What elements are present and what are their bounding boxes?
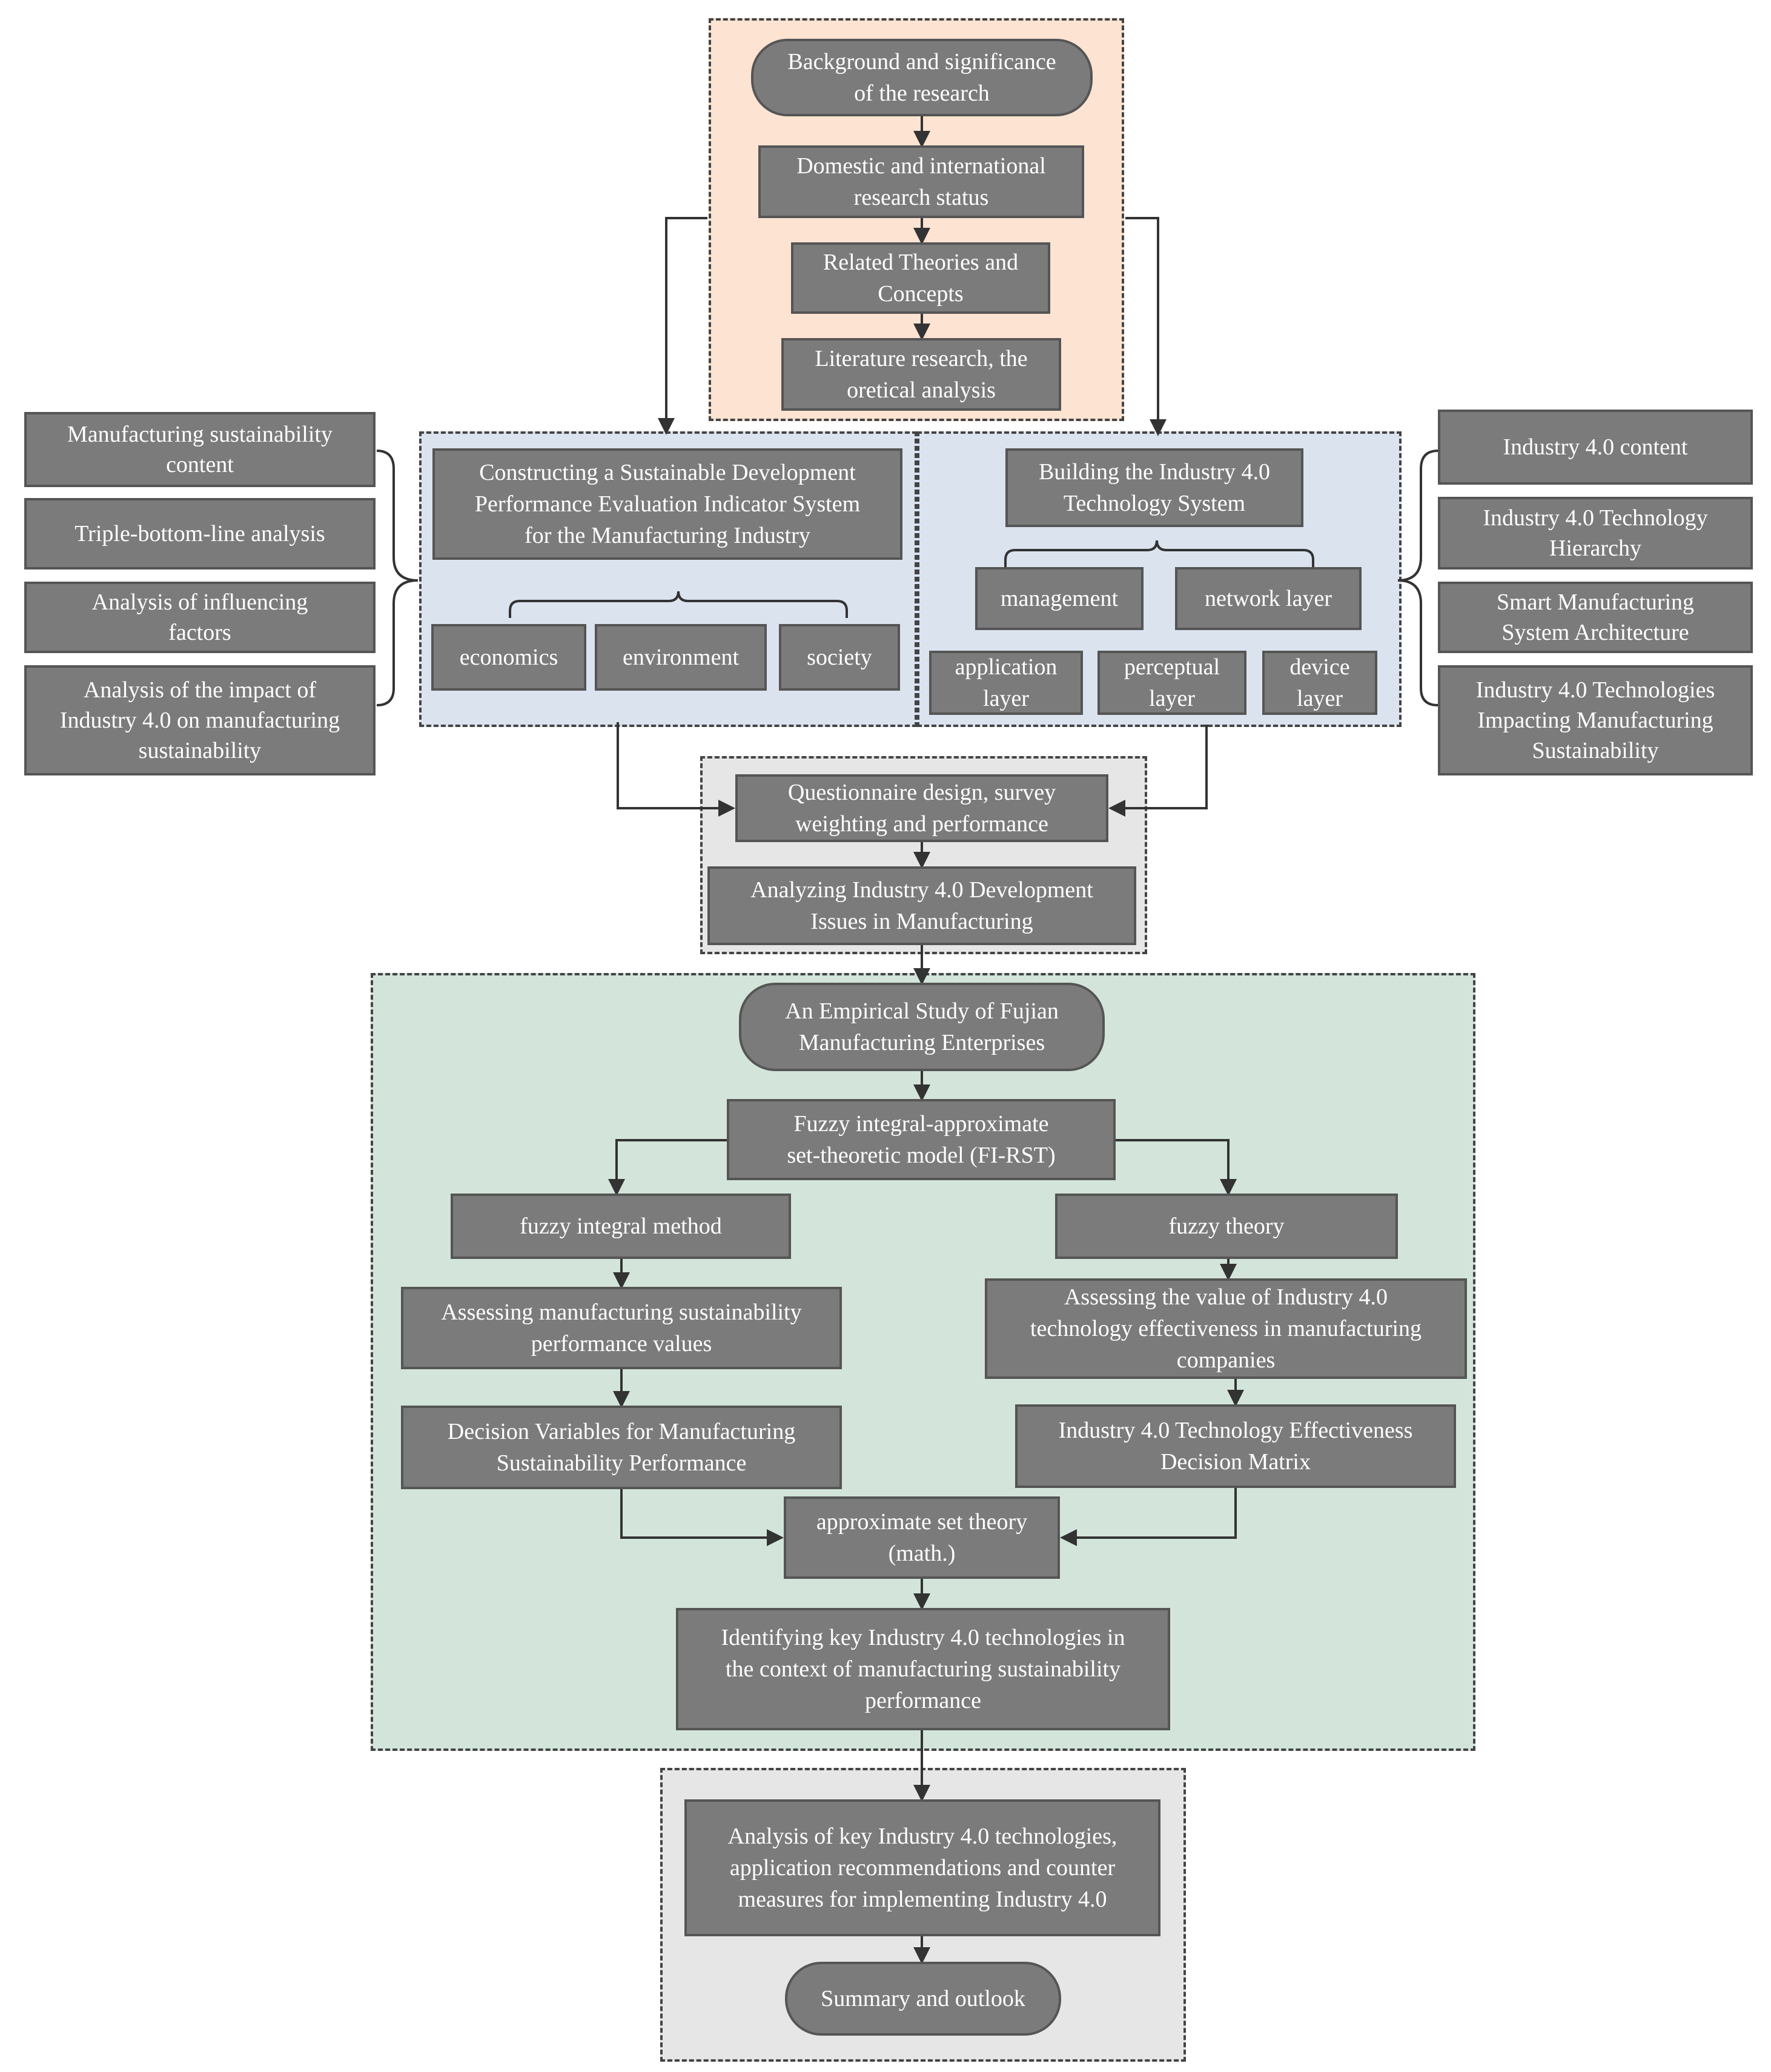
node-society: society [779, 624, 900, 691]
node-left-influencing-factors: Analysis of influencing factors [24, 582, 376, 653]
arrow-status-to-building [1125, 217, 1167, 436]
node-fuzzy-integral-method: fuzzy integral method [451, 1194, 791, 1259]
node-assess-sustainability: Assessing manufacturing sustainability p… [401, 1287, 842, 1369]
node-left-triple-bottom-line: Triple-bottom-line analysis [24, 498, 376, 569]
node-approximate-set-theory: approximate set theory (math.) [784, 1496, 1060, 1579]
node-left-sustainability-content: Manufacturing sustainability content [24, 412, 376, 487]
node-management: management [975, 567, 1144, 630]
arrow-indicators-to-questionnaire [617, 722, 735, 817]
node-right-technologies-impacting: Industry 4.0 Technologies Impacting Manu… [1438, 665, 1753, 775]
node-fi-rst-model: Fuzzy integral-approximate set-theoretic… [727, 1099, 1116, 1180]
node-right-smart-manufacturing: Smart Manufacturing System Architecture [1438, 582, 1753, 653]
node-summary-outlook: Summary and outlook [785, 1962, 1061, 2036]
node-right-technology-hierarchy: Industry 4.0 Technology Hierarchy [1438, 497, 1753, 569]
arrow-decision-matrix-to-approx [1060, 1488, 1237, 1546]
arrow-technology-to-questionnaire [1108, 725, 1208, 817]
node-perceptual-layer: perceptual layer [1097, 651, 1246, 715]
node-fuzzy-theory: fuzzy theory [1055, 1194, 1398, 1259]
node-environment: environment [595, 624, 767, 691]
node-economics: economics [431, 624, 586, 691]
arrow-decision-vars-to-approx [620, 1489, 784, 1546]
node-theories: Related Theories and Concepts [791, 242, 1050, 314]
node-constructing-indicator-system: Constructing a Sustainable Development P… [432, 448, 902, 560]
arrow-model-to-fuzzy-integral [608, 1139, 727, 1196]
bracket-left-topics [376, 450, 419, 706]
brace-indicator-dimensions [509, 591, 848, 618]
brace-technology-layers [1004, 540, 1314, 567]
bracket-right-topics [1397, 450, 1438, 706]
arrow-status-to-constructing [658, 217, 707, 435]
node-research-status: Domestic and international research stat… [758, 145, 1084, 218]
node-analyzing-issues: Analyzing Industry 4.0 Development Issue… [707, 866, 1136, 945]
arrow-model-to-fuzzy-theory [1116, 1139, 1237, 1196]
node-right-industry40-content: Industry 4.0 content [1438, 410, 1753, 485]
node-network-layer: network layer [1175, 567, 1362, 630]
node-decision-matrix: Industry 4.0 Technology Effectiveness De… [1015, 1404, 1456, 1488]
node-literature: Literature research, the oretical analys… [781, 338, 1061, 411]
node-application-layer: application layer [929, 651, 1083, 715]
node-device-layer: device layer [1262, 651, 1377, 715]
node-questionnaire: Questionnaire design, survey weighting a… [735, 774, 1108, 842]
node-building-technology-system: Building the Industry 4.0 Technology Sys… [1005, 448, 1303, 527]
node-left-impact-analysis: Analysis of the impact of Industry 4.0 o… [24, 665, 376, 775]
node-assess-technology: Assessing the value of Industry 4.0 tech… [985, 1278, 1467, 1379]
node-identifying-key-technologies: Identifying key Industry 4.0 technologie… [676, 1608, 1170, 1730]
node-analysis-key-technologies: Analysis of key Industry 4.0 technologie… [684, 1799, 1160, 1936]
node-background: Background and significance of the resea… [751, 39, 1093, 116]
node-empirical-study: An Empirical Study of Fujian Manufacturi… [739, 983, 1105, 1071]
node-decision-variables: Decision Variables for Manufacturing Sus… [401, 1406, 842, 1489]
